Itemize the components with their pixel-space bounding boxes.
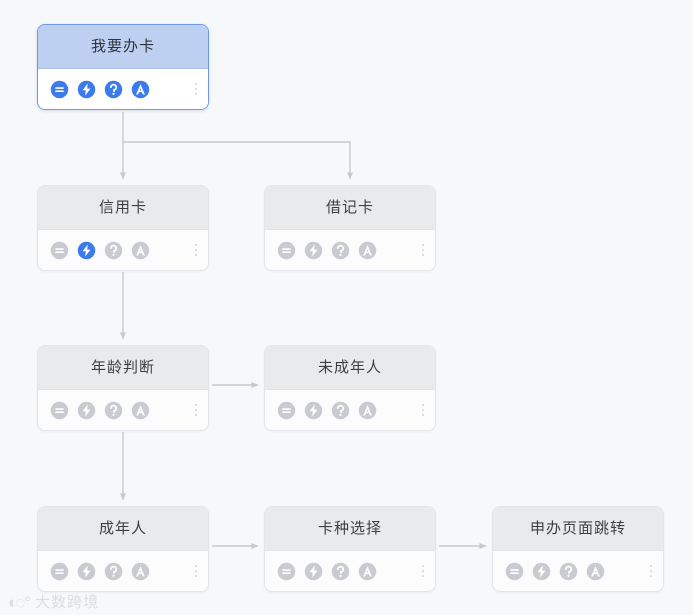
letter-a-icon[interactable] bbox=[131, 401, 150, 420]
flow-node-title-credit-card: 信用卡 bbox=[38, 186, 208, 230]
more-options-icon[interactable] bbox=[195, 404, 197, 416]
letter-a-icon[interactable] bbox=[131, 80, 150, 99]
question-mark-icon[interactable] bbox=[104, 562, 123, 581]
question-mark-icon[interactable] bbox=[331, 401, 350, 420]
equals-circle-icon[interactable] bbox=[277, 562, 296, 581]
equals-circle-icon[interactable] bbox=[505, 562, 524, 581]
icon-group bbox=[277, 562, 377, 581]
question-mark-icon[interactable] bbox=[331, 241, 350, 260]
question-mark-icon[interactable] bbox=[104, 241, 123, 260]
letter-a-icon[interactable] bbox=[131, 241, 150, 260]
lightning-bolt-icon[interactable] bbox=[304, 401, 323, 420]
more-options-icon[interactable] bbox=[195, 244, 197, 256]
letter-a-icon[interactable] bbox=[358, 401, 377, 420]
letter-a-icon[interactable] bbox=[358, 562, 377, 581]
icon-group bbox=[50, 562, 150, 581]
flow-node-title-card-type-select: 卡种选择 bbox=[265, 507, 435, 551]
edge-apply-card-to-debit-card bbox=[123, 141, 353, 180]
lightning-bolt-icon[interactable] bbox=[532, 562, 551, 581]
flow-node-age-check[interactable]: 年龄判断 bbox=[37, 345, 209, 431]
more-options-icon[interactable] bbox=[422, 404, 424, 416]
question-mark-icon[interactable] bbox=[559, 562, 578, 581]
letter-a-icon[interactable] bbox=[358, 241, 377, 260]
flow-node-apply-page-jump[interactable]: 申办页面跳转 bbox=[492, 506, 664, 592]
letter-a-icon[interactable] bbox=[131, 562, 150, 581]
lightning-bolt-icon[interactable] bbox=[77, 401, 96, 420]
icon-group bbox=[505, 562, 605, 581]
flow-node-title-apply-page-jump: 申办页面跳转 bbox=[493, 507, 663, 551]
lightning-bolt-icon[interactable] bbox=[304, 241, 323, 260]
question-mark-icon[interactable] bbox=[331, 562, 350, 581]
equals-circle-icon[interactable] bbox=[277, 241, 296, 260]
equals-circle-icon[interactable] bbox=[50, 80, 69, 99]
icon-group bbox=[50, 401, 150, 420]
watermark-logo-icon: ◖◌° bbox=[6, 593, 31, 612]
flow-node-toolbar-debit-card bbox=[265, 230, 435, 270]
watermark-text: 大数跨境 bbox=[35, 594, 100, 611]
more-options-icon[interactable] bbox=[650, 565, 652, 577]
letter-a-icon[interactable] bbox=[586, 562, 605, 581]
lightning-bolt-icon[interactable] bbox=[77, 241, 96, 260]
equals-circle-icon[interactable] bbox=[50, 401, 69, 420]
equals-circle-icon[interactable] bbox=[277, 401, 296, 420]
flow-node-title-debit-card: 借记卡 bbox=[265, 186, 435, 230]
flow-node-title-minor: 未成年人 bbox=[265, 346, 435, 390]
flow-node-toolbar-adult bbox=[38, 551, 208, 591]
equals-circle-icon[interactable] bbox=[50, 241, 69, 260]
equals-circle-icon[interactable] bbox=[50, 562, 69, 581]
question-mark-icon[interactable] bbox=[104, 80, 123, 99]
more-options-icon[interactable] bbox=[422, 244, 424, 256]
flow-node-toolbar-minor bbox=[265, 390, 435, 430]
flow-node-title-adult: 成年人 bbox=[38, 507, 208, 551]
flow-node-toolbar-credit-card bbox=[38, 230, 208, 270]
more-options-icon[interactable] bbox=[195, 565, 197, 577]
flow-node-debit-card[interactable]: 借记卡 bbox=[264, 185, 436, 271]
flow-node-minor[interactable]: 未成年人 bbox=[264, 345, 436, 431]
flow-node-card-type-select[interactable]: 卡种选择 bbox=[264, 506, 436, 592]
question-mark-icon[interactable] bbox=[104, 401, 123, 420]
flow-node-toolbar-apply-page-jump bbox=[493, 551, 663, 591]
watermark: ◖◌° 大数跨境 bbox=[6, 594, 99, 611]
icon-group bbox=[50, 80, 150, 99]
lightning-bolt-icon[interactable] bbox=[304, 562, 323, 581]
flow-node-title-apply-card: 我要办卡 bbox=[38, 25, 208, 69]
flow-node-toolbar-card-type-select bbox=[265, 551, 435, 591]
flow-node-toolbar-apply-card bbox=[38, 69, 208, 109]
flow-node-adult[interactable]: 成年人 bbox=[37, 506, 209, 592]
flow-node-title-age-check: 年龄判断 bbox=[38, 346, 208, 390]
more-options-icon[interactable] bbox=[422, 565, 424, 577]
flow-node-credit-card[interactable]: 信用卡 bbox=[37, 185, 209, 271]
lightning-bolt-icon[interactable] bbox=[77, 80, 96, 99]
more-options-icon[interactable] bbox=[195, 83, 197, 95]
lightning-bolt-icon[interactable] bbox=[77, 562, 96, 581]
icon-group bbox=[50, 241, 150, 260]
flow-node-apply-card[interactable]: 我要办卡 bbox=[37, 24, 209, 110]
flow-node-toolbar-age-check bbox=[38, 390, 208, 430]
icon-group bbox=[277, 401, 377, 420]
icon-group bbox=[277, 241, 377, 260]
